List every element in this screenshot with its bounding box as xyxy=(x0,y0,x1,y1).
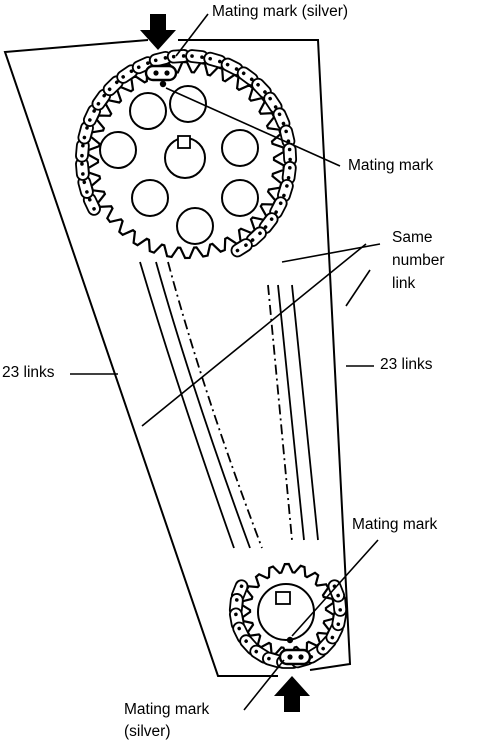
cam-bolt-hole xyxy=(99,131,137,169)
cam-bolt-hole xyxy=(131,179,169,217)
crank-keyway xyxy=(275,591,291,605)
cam-sprocket xyxy=(87,60,285,260)
arrow-up-icon xyxy=(274,676,310,712)
chain-link xyxy=(272,107,291,131)
crank-mating-dot xyxy=(286,636,294,644)
chain-link xyxy=(75,157,90,181)
silver-link-bottom xyxy=(278,648,312,666)
cam-bolt-hole xyxy=(176,207,214,245)
label-same-number-link-1: Same xyxy=(392,229,433,246)
label-crank-mating-mark: Mating mark xyxy=(352,516,438,533)
label-links-left: 23 links xyxy=(2,364,55,381)
label-same-number-link-3: link xyxy=(392,275,416,292)
links-bracket-outline xyxy=(3,39,278,677)
links-bracket-outline-right xyxy=(178,39,352,671)
chain-link xyxy=(230,238,253,258)
chain-link xyxy=(148,50,173,68)
label-cam-mating-mark: Mating mark xyxy=(348,157,434,174)
label-same-number-link-2: number xyxy=(392,252,445,269)
arrow-down-icon xyxy=(140,14,176,50)
cam-bolt-hole xyxy=(169,85,207,123)
cam-keyway xyxy=(177,135,191,149)
label-top-mating-mark: Mating mark (silver) xyxy=(212,3,349,20)
crank-chain-wrap xyxy=(228,579,348,669)
chain-link xyxy=(77,120,94,145)
cam-mating-dot xyxy=(159,80,167,88)
leader-lines xyxy=(70,13,381,711)
cam-bolt-hole xyxy=(221,179,259,217)
cam-bolt-hole xyxy=(129,92,167,130)
label-bottom-mating-mark-2: (silver) xyxy=(124,723,171,740)
label-bottom-mating-mark-1: Mating mark xyxy=(124,701,210,718)
silver-link-top xyxy=(144,64,178,82)
cam-bolt-hole xyxy=(221,129,259,167)
chain-right-run xyxy=(267,284,319,541)
chain-link xyxy=(203,51,227,69)
chain-left-run xyxy=(139,261,263,549)
label-links-right: 23 links xyxy=(380,356,433,373)
